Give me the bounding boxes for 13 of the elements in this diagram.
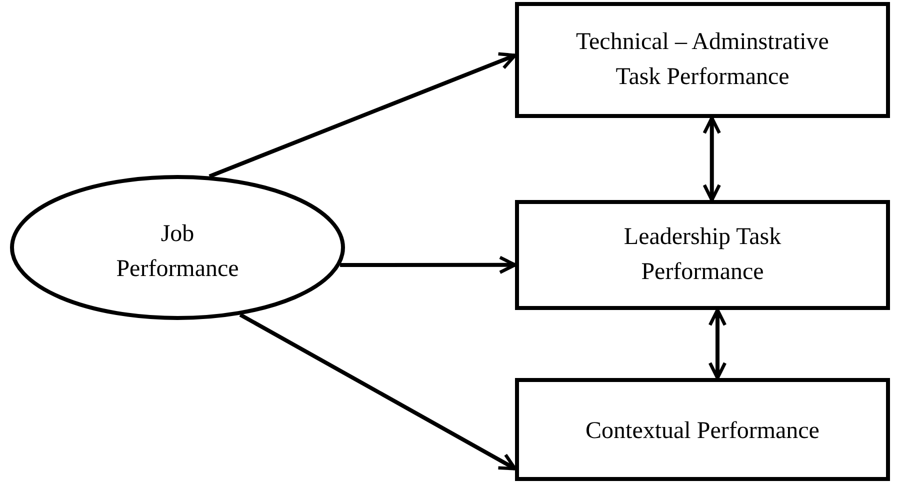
node-label: Leadership Task Performance [622,223,782,287]
process-box [515,378,890,481]
process-box [515,2,890,118]
ellipse-node [10,175,345,320]
node-label: Job Performance [116,220,239,284]
arrow [708,308,727,380]
process-box [515,200,890,310]
arrow [340,256,517,274]
node-label: Contextual Performance [586,417,820,446]
arrow [702,116,722,202]
node-label: Technical – Adminstrative Task Performance [575,28,830,92]
arrow [208,52,517,178]
arrow [239,312,517,470]
